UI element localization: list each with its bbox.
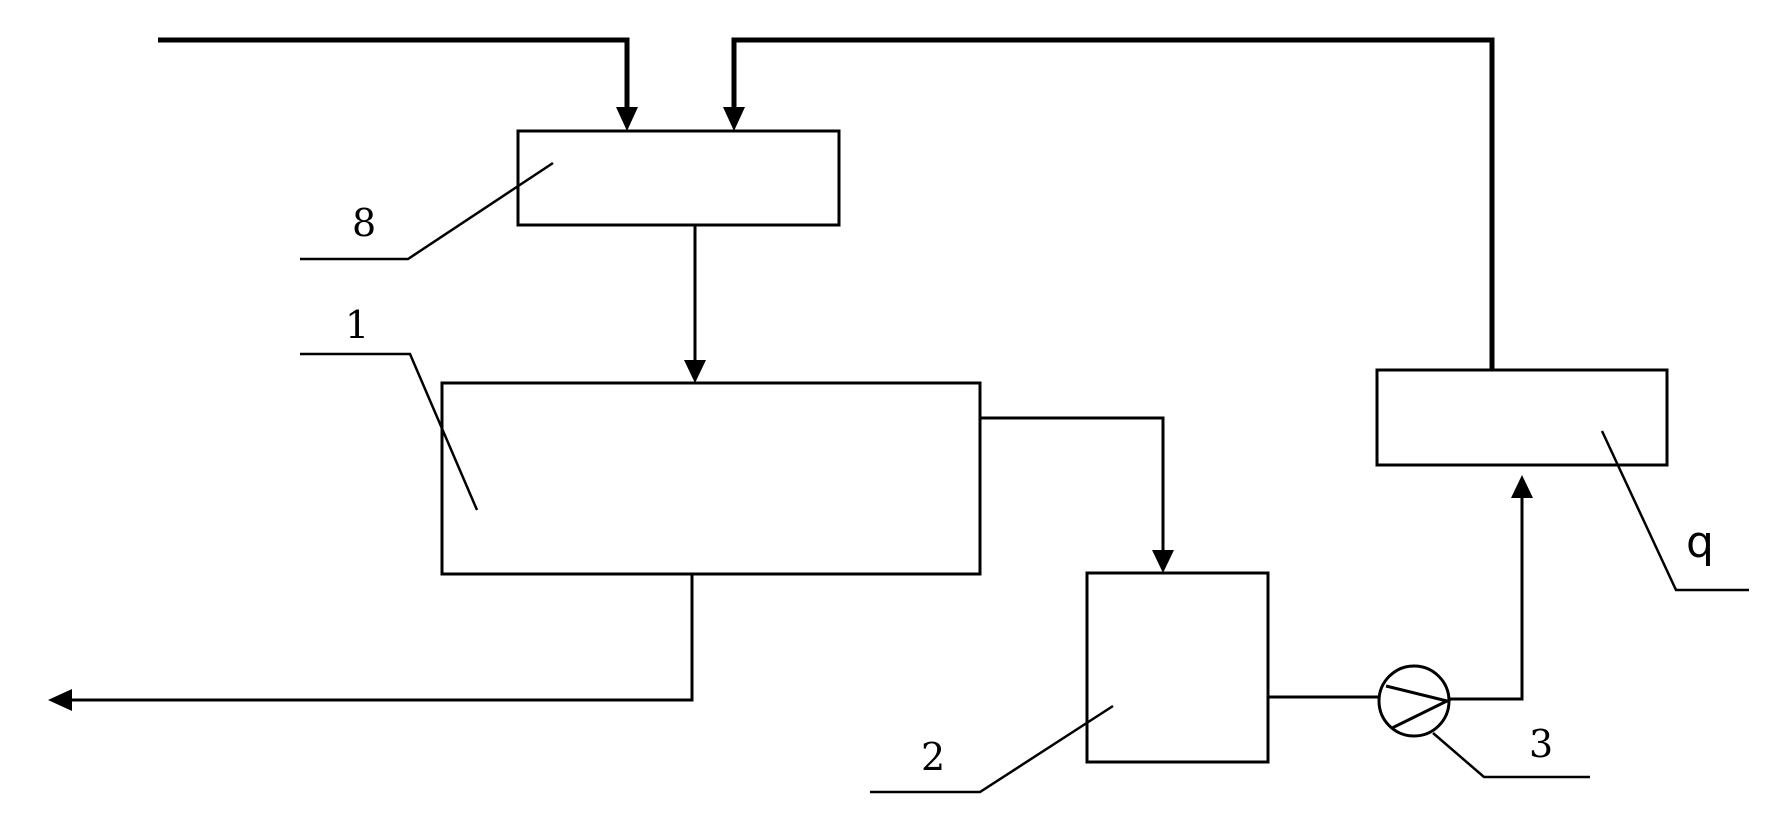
outlet-arrow-left bbox=[48, 689, 72, 711]
leader-3 bbox=[1432, 732, 1590, 779]
label-1: 1 bbox=[345, 303, 369, 347]
label-8: 8 bbox=[352, 201, 376, 245]
unit-1-box bbox=[440, 381, 982, 576]
label-9: q bbox=[1686, 517, 1714, 568]
unit-2-box bbox=[1085, 571, 1270, 764]
unit-8-box bbox=[516, 129, 841, 227]
recycle-arrow-into-8 bbox=[723, 107, 745, 131]
leader-2 bbox=[870, 704, 1114, 794]
arrow-into-9 bbox=[1511, 475, 1533, 498]
feed-arrow-into-8 bbox=[616, 107, 638, 131]
recycle-line-9-to-8 bbox=[731, 37, 1495, 370]
label-3: 3 bbox=[1529, 722, 1553, 766]
leader-8 bbox=[300, 161, 554, 261]
leader-9 bbox=[1600, 430, 1749, 592]
feed-line-top-left bbox=[158, 37, 630, 113]
line-pump-to-9 bbox=[1449, 496, 1524, 701]
arrow-into-1 bbox=[684, 360, 706, 383]
label-2: 2 bbox=[921, 735, 945, 779]
outlet-line-1 bbox=[72, 574, 694, 702]
arrow-into-2 bbox=[1152, 550, 1174, 573]
line-1-to-2 bbox=[980, 416, 1165, 553]
leader-1 bbox=[300, 352, 479, 511]
pump-3-symbol bbox=[1377, 664, 1452, 738]
unit-9-box bbox=[1375, 368, 1669, 467]
